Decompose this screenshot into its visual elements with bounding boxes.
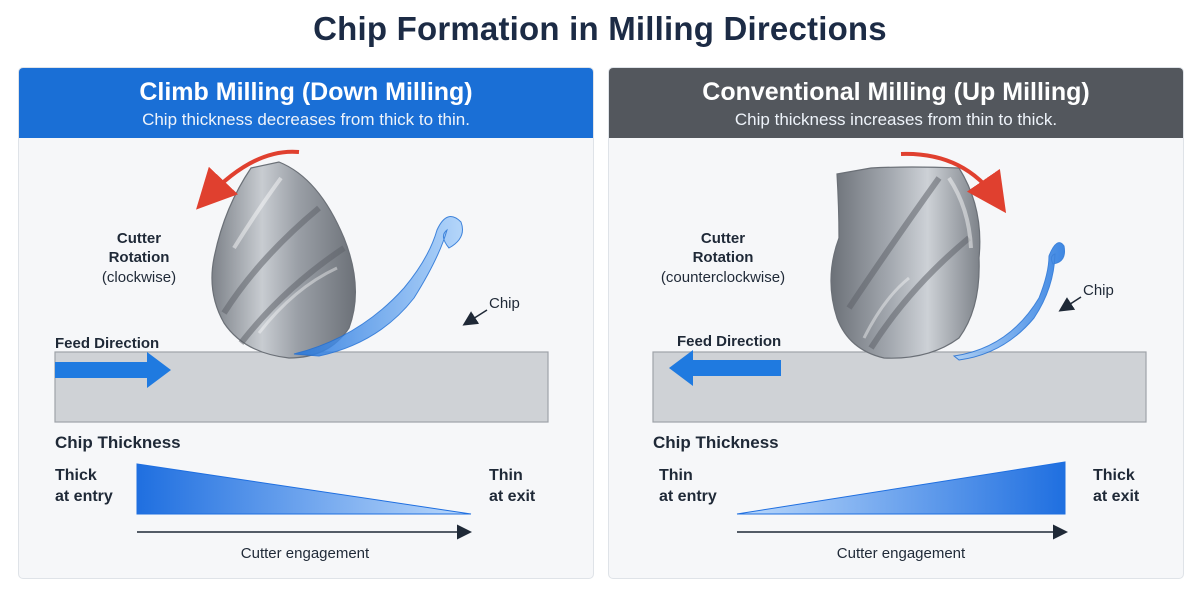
chip-pointer-arrow [462,309,488,326]
engagement-axis-label: Cutter engagement [837,545,966,562]
rotation-direction-label: (clockwise) [102,269,176,286]
rotation-label-line2: Rotation [693,249,754,266]
start-label-line1: Thin [659,467,693,484]
chip-label: Chip [489,295,520,312]
conventional-milling-panel: Conventional Milling (Up Milling) Chip t… [608,67,1184,579]
thickness-wedge-decreasing [136,463,472,515]
climb-milling-diagram: Cutter Rotation (clockwise) Feed Directi… [54,149,549,562]
engagement-axis-label: Cutter engagement [241,545,370,562]
chip-curl [952,242,1065,361]
chip-pointer-arrow [1058,296,1082,312]
feed-arrow-left [669,350,781,386]
conventional-panel-subtitle: Chip thickness increases from thin to th… [734,110,1058,129]
conventional-milling-diagram: Cutter Rotation (counterclockwise) Feed … [652,151,1147,562]
end-label-line2: at exit [489,488,536,505]
feed-arrow-right [55,352,171,388]
rotation-label-line2: Rotation [109,249,170,266]
rotation-arrow [900,151,1007,214]
thickness-wedge-increasing [736,461,1066,515]
climb-panel-header: Climb Milling (Down Milling) Chip thickn… [19,68,593,138]
chip-thickness-heading: Chip Thickness [55,433,181,452]
start-label-line1: Thick [55,467,97,484]
chip-thickness-heading: Chip Thickness [653,433,779,452]
start-label-line2: at entry [659,488,717,505]
rotation-arrow [196,149,300,210]
conventional-panel-heading: Conventional Milling (Up Milling) [702,78,1090,106]
feed-direction-label: Feed Direction [677,333,781,350]
end-label-line1: Thin [489,467,523,484]
rotation-label-line1: Cutter [701,230,745,247]
chip-curl [293,216,463,357]
page-title: Chip Formation in Milling Directions [313,10,887,47]
feed-direction-label: Feed Direction [55,335,159,352]
end-label-line2: at exit [1093,488,1140,505]
cutter-tool [211,161,356,359]
cutter-tool [830,166,981,359]
rotation-direction-label: (counterclockwise) [661,269,785,286]
rotation-label-line1: Cutter [117,230,161,247]
chip-label: Chip [1083,282,1114,299]
start-label-line2: at entry [55,488,113,505]
conventional-panel-header: Conventional Milling (Up Milling) Chip t… [609,68,1183,138]
climb-panel-heading: Climb Milling (Down Milling) [139,78,473,106]
climb-milling-panel: Climb Milling (Down Milling) Chip thickn… [18,67,594,579]
climb-panel-subtitle: Chip thickness decreases from thick to t… [142,110,470,129]
end-label-line1: Thick [1093,467,1135,484]
